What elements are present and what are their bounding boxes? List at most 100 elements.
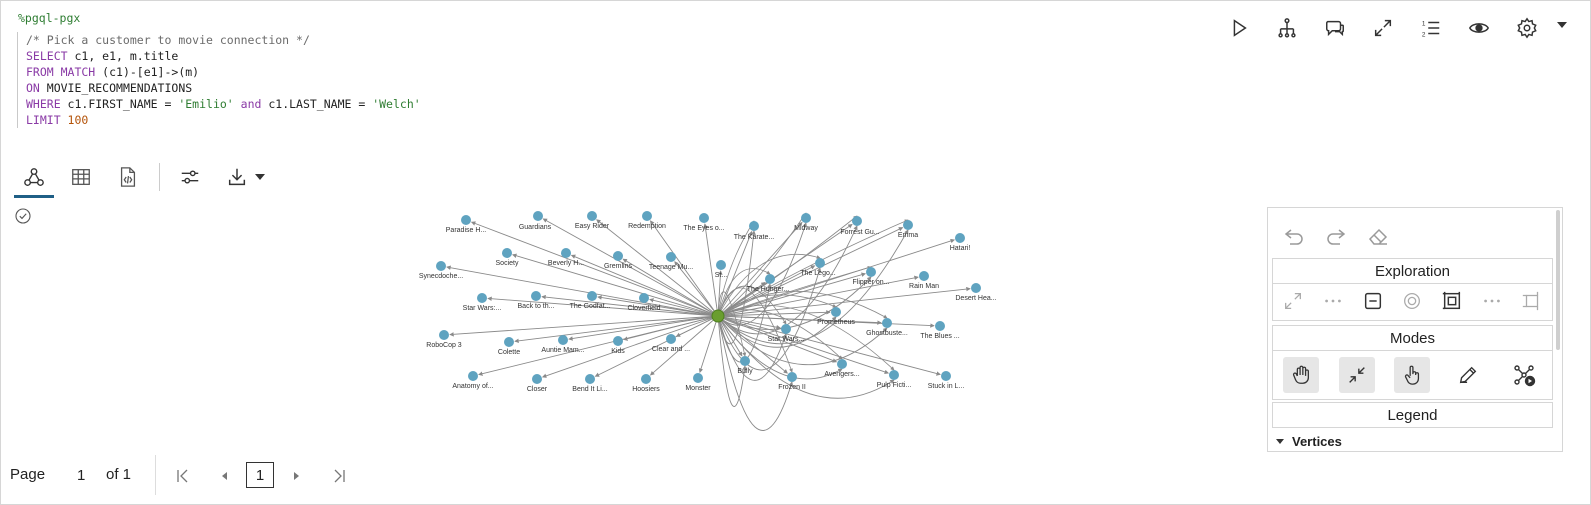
graph-edge-curved: [717, 291, 747, 357]
last-page-icon[interactable]: [330, 467, 348, 485]
movie-vertex[interactable]: [882, 318, 892, 328]
panel-scrollbar[interactable]: [1556, 210, 1560, 350]
movie-vertex[interactable]: [935, 321, 945, 331]
focus-icon[interactable]: [1401, 290, 1423, 312]
graph-play-button[interactable]: [1506, 357, 1542, 393]
graph-edge: [650, 220, 719, 317]
customer-vertex[interactable]: [711, 309, 725, 323]
graph-edge-curved: [717, 304, 895, 371]
next-page-icon[interactable]: [287, 467, 305, 485]
movie-vertex[interactable]: [781, 324, 791, 334]
group-icon[interactable]: [1441, 290, 1463, 312]
visibility-button[interactable]: [1455, 14, 1503, 42]
movie-vertex[interactable]: [666, 252, 676, 262]
comments-button[interactable]: [1311, 14, 1359, 42]
movie-vertex[interactable]: [533, 211, 543, 221]
settings-dropdown-caret[interactable]: [1557, 22, 1567, 28]
movie-vertex[interactable]: [561, 248, 571, 258]
movie-vertex[interactable]: [642, 211, 652, 221]
movie-vertex[interactable]: [971, 283, 981, 293]
movie-vertex-label: The Eyes o...: [683, 225, 724, 232]
movie-vertex[interactable]: [919, 271, 929, 281]
query-body[interactable]: /* Pick a customer to movie connection *…: [17, 32, 421, 128]
edit-mode-button[interactable]: [1450, 357, 1486, 393]
movie-vertex[interactable]: [801, 213, 811, 223]
movie-vertex[interactable]: [889, 370, 899, 380]
movie-vertex[interactable]: [502, 248, 512, 258]
legend-vertices-toggle[interactable]: Vertices: [1276, 434, 1342, 449]
movie-vertex[interactable]: [955, 233, 965, 243]
movie-vertex[interactable]: [461, 215, 471, 225]
graph-edge: [470, 221, 719, 317]
current-page-box[interactable]: 1: [246, 462, 274, 488]
movie-vertex[interactable]: [585, 374, 595, 384]
movie-vertex[interactable]: [531, 291, 541, 301]
run-button[interactable]: [1215, 14, 1263, 42]
movie-vertex[interactable]: [558, 335, 568, 345]
movie-vertex[interactable]: [587, 291, 597, 301]
history-toolbar: [1272, 224, 1562, 248]
undo-icon[interactable]: [1282, 224, 1306, 248]
movie-vertex[interactable]: [903, 220, 913, 230]
download-dropdown-caret[interactable]: [255, 174, 265, 180]
movie-vertex[interactable]: [852, 216, 862, 226]
expand-node-icon[interactable]: [1282, 290, 1304, 312]
tab-code-view[interactable]: [108, 157, 148, 197]
settings-sliders-button[interactable]: [170, 157, 210, 197]
graph-edge-curved: [717, 212, 807, 317]
graph-edge-curved: [717, 220, 755, 317]
movie-vertex[interactable]: [532, 374, 542, 384]
movie-vertex[interactable]: [436, 261, 446, 271]
more-icon-2[interactable]: [1481, 290, 1503, 312]
movie-vertex[interactable]: [613, 251, 623, 261]
movie-vertex[interactable]: [613, 336, 623, 346]
movie-vertex[interactable]: [740, 356, 750, 366]
movie-vertex[interactable]: [787, 372, 797, 382]
redo-icon[interactable]: [1324, 224, 1348, 248]
movie-vertex[interactable]: [477, 293, 487, 303]
select-mode-button[interactable]: [1394, 357, 1431, 393]
movie-vertex[interactable]: [587, 211, 597, 221]
expand-button[interactable]: [1359, 14, 1407, 42]
movie-vertex[interactable]: [639, 293, 649, 303]
movie-vertex[interactable]: [439, 330, 449, 340]
movie-vertex[interactable]: [504, 337, 514, 347]
movie-vertex[interactable]: [716, 260, 726, 270]
tab-table-view[interactable]: [61, 157, 101, 197]
first-page-icon[interactable]: [174, 467, 192, 485]
previous-page-icon[interactable]: [216, 467, 234, 485]
movie-vertex[interactable]: [749, 221, 759, 231]
movie-vertex[interactable]: [641, 374, 651, 384]
movie-vertex[interactable]: [866, 267, 876, 277]
movie-vertex[interactable]: [693, 373, 703, 383]
movie-vertex[interactable]: [666, 334, 676, 344]
movie-vertex[interactable]: [941, 371, 951, 381]
movie-vertex[interactable]: [699, 213, 709, 223]
hierarchy-button[interactable]: [1263, 14, 1311, 42]
tab-graph-view[interactable]: [14, 157, 54, 198]
play-icon: [1233, 19, 1247, 37]
drop-node-icon[interactable]: [1362, 290, 1384, 312]
graph-edge: [674, 261, 719, 317]
movie-vertex[interactable]: [765, 274, 775, 284]
graph-edge: [541, 294, 719, 317]
pan-mode-button[interactable]: [1282, 357, 1319, 393]
more-icon[interactable]: [1322, 290, 1344, 312]
movie-vertex[interactable]: [837, 359, 847, 369]
ungroup-icon[interactable]: [1521, 290, 1543, 312]
settings-button[interactable]: [1503, 14, 1551, 42]
movie-vertex[interactable]: [831, 307, 841, 317]
graph-edge: [487, 296, 719, 317]
page-number-input[interactable]: 1: [77, 467, 86, 484]
movie-vertex[interactable]: [468, 371, 478, 381]
sticky-mode-button[interactable]: [1338, 357, 1375, 393]
movie-vertex[interactable]: [815, 258, 825, 268]
eraser-icon[interactable]: [1366, 224, 1390, 248]
download-button[interactable]: [217, 157, 257, 197]
download-icon: [228, 168, 246, 186]
code-editor[interactable]: %pgql-pgx /* Pick a customer to movie co…: [17, 10, 421, 128]
movie-vertex-label: Clear and ...: [652, 346, 690, 353]
